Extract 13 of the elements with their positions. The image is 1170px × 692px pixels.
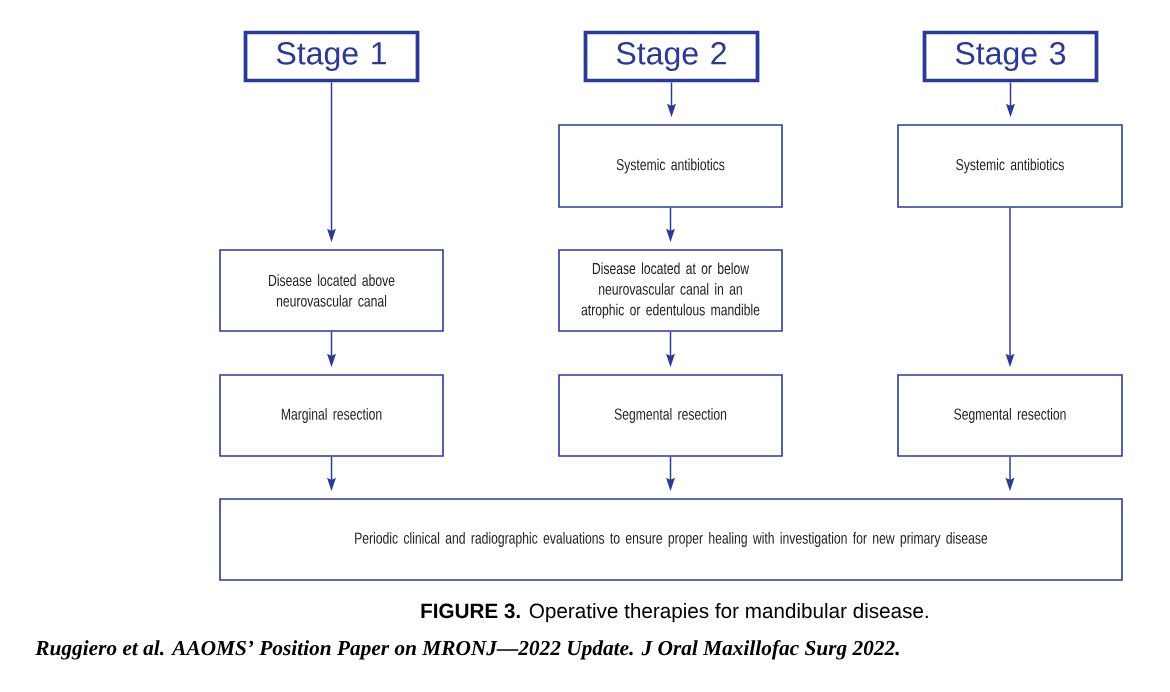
stage-box: Stage 1 (243, 30, 420, 83)
stage-box: Stage 3 (922, 30, 1099, 83)
process-box: Periodic clinical and radiographic evaluations to ensure proper healing with investigation for new primary disease (219, 498, 1123, 581)
process-box: Disease located at or below neurovascular canal in an atrophic or edentulous mandible (558, 249, 783, 332)
citation: Ruggiero et al. AAOMS’ Position Paper on MRONJ—2022 Update. J Oral Maxillofac Surg 2022. (35, 640, 899, 660)
process-box: Segmental resection (897, 374, 1123, 457)
process-box: Segmental resection (558, 374, 783, 457)
process-box: Disease located above neurovascular canal (219, 249, 444, 332)
process-box: Systemic antibiotics (558, 124, 783, 208)
figure-caption: FIGURE 3. Operative therapies for mandibular disease. (421, 603, 928, 623)
process-box: Systemic antibiotics (897, 124, 1123, 208)
process-box: Marginal resection (219, 374, 444, 457)
stage-box: Stage 2 (583, 30, 760, 83)
